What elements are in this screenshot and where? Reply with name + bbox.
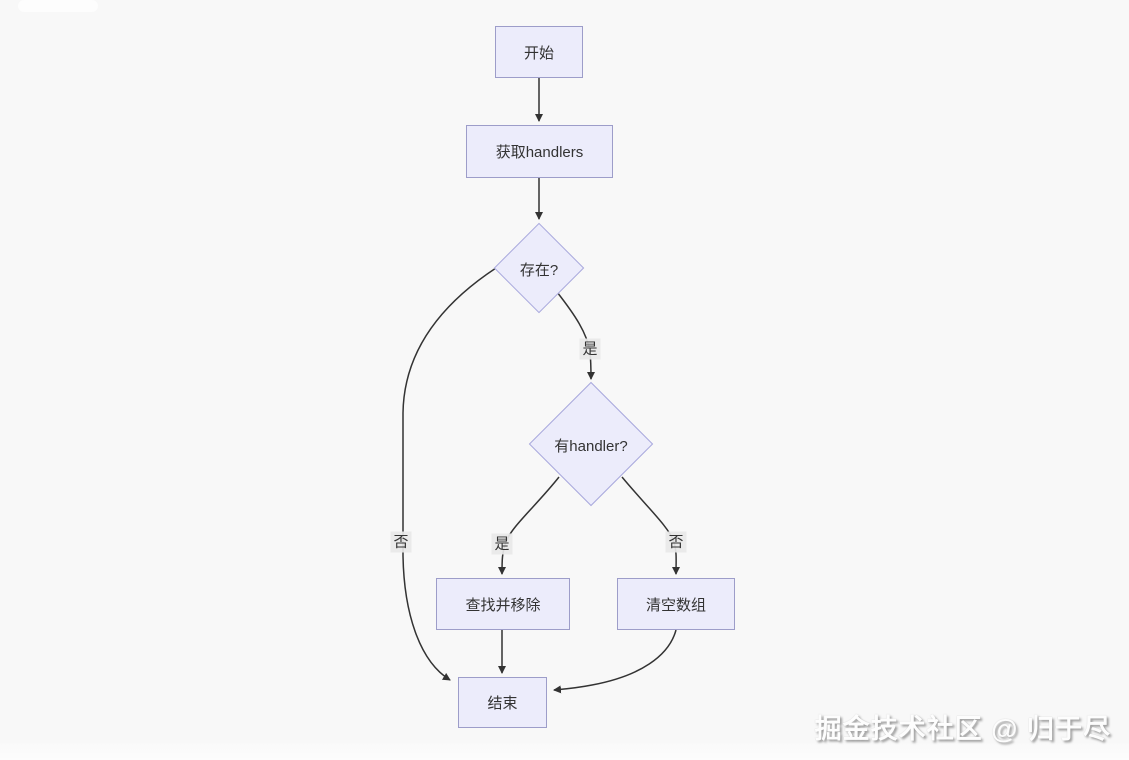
edge-has-handler-no-to-clear-array — [621, 476, 681, 575]
node-end-label: 结束 — [487, 695, 518, 712]
node-clear-array: 清空数组 — [617, 578, 735, 630]
node-start: 开始 — [495, 26, 583, 78]
node-find-remove: 查找并移除 — [436, 578, 570, 630]
node-end: 结束 — [458, 677, 547, 728]
node-get-handlers-label: 获取handlers — [495, 144, 584, 161]
tooltip-artifact — [18, 0, 98, 12]
node-start-label: 开始 — [523, 44, 554, 62]
node-find-remove-label: 查找并移除 — [465, 596, 541, 614]
node-clear-array-label: 清空数组 — [645, 596, 706, 614]
edge-label-exists-no: 否 — [390, 531, 412, 553]
bottom-edge-strip — [0, 743, 1129, 760]
edge-label-has-handler-yes: 是 — [491, 533, 513, 555]
edge-label-exists-yes: 是 — [579, 338, 601, 360]
edge-has-handler-yes-to-find-remove — [498, 476, 560, 575]
node-get-handlers: 获取handlers — [466, 125, 613, 178]
edge-exists-no-to-end — [402, 267, 497, 681]
edge-clear-array-to-end — [553, 629, 677, 694]
watermark: 掘金技术社区 @ 归于尽 — [814, 714, 1111, 744]
edge-exists-yes-to-has-handler — [556, 291, 595, 380]
edge-label-has-handler-no: 否 — [665, 531, 687, 553]
